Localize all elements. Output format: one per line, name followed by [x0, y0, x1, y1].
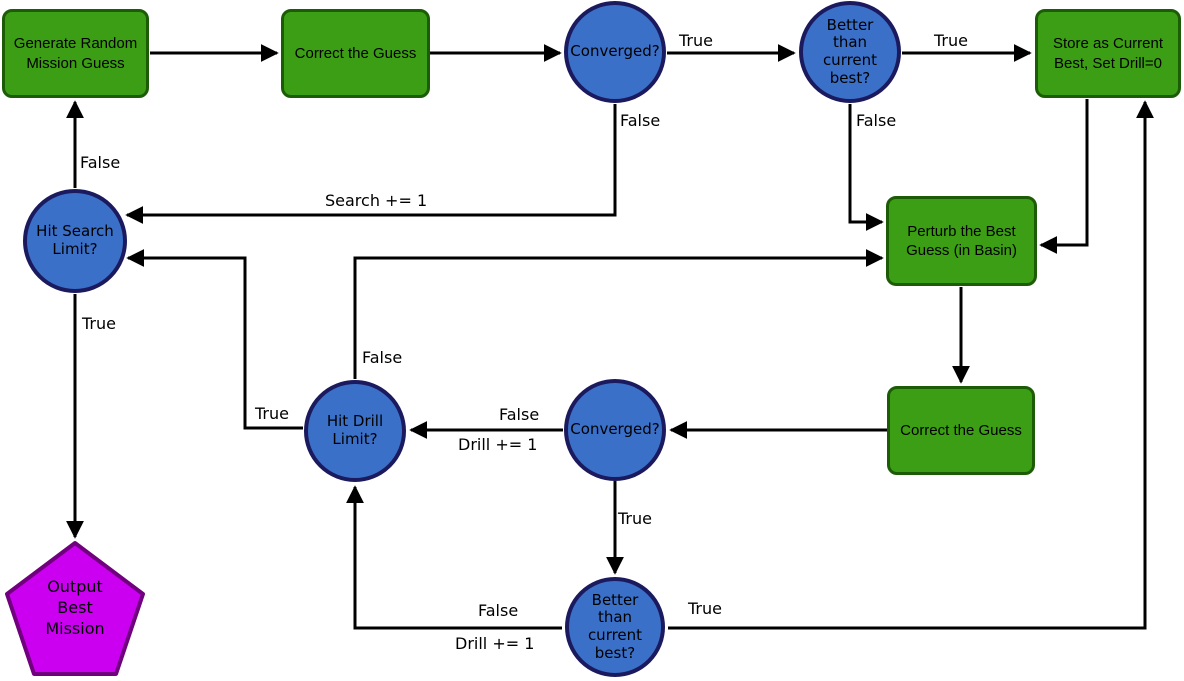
edge-hit-drill-true-to-hit-search	[126, 249, 303, 430]
pentagon-shape	[5, 541, 145, 676]
edge-converged-false-to-hit-search	[125, 104, 617, 224]
node-label: Generate Random Mission Guess	[13, 35, 138, 72]
label-hit-drill-true: True	[255, 404, 289, 423]
label-converged-top-false: False	[620, 111, 661, 130]
edge-store-to-perturb	[1039, 99, 1089, 254]
label-converged-bottom-true: True	[618, 509, 652, 528]
node-correct-the-guess-top: Correct the Guess	[281, 9, 430, 98]
node-label: Converged?	[570, 420, 660, 439]
node-label: Hit Drill Limit?	[326, 412, 384, 448]
edge-hit-drill-false-to-perturb	[353, 249, 884, 379]
node-correct-the-guess-bottom: Correct the Guess	[887, 386, 1035, 475]
node-converged-top: Converged?	[564, 1, 666, 103]
node-output-best-mission: Output Best Mission	[4, 540, 146, 677]
label-converged-top-true: True	[679, 31, 713, 50]
label-better-bottom-true: True	[688, 599, 722, 618]
edge-better-bottom-true-to-store	[668, 100, 1154, 630]
node-label: Better than current best?	[587, 590, 643, 662]
label-hit-drill-false: False	[362, 348, 403, 367]
node-label: Converged?	[570, 42, 660, 61]
node-better-than-current-best-top: Better than current best?	[799, 1, 901, 103]
node-label: Correct the Guess	[900, 421, 1022, 439]
label-hit-search-false: False	[80, 153, 121, 172]
node-perturb-best-guess: Perturb the Best Guess (in Basin)	[886, 196, 1037, 286]
label-hit-search-true: True	[82, 314, 116, 333]
node-label: Output Best Mission	[45, 577, 105, 638]
label-better-top-false: False	[856, 111, 897, 130]
label-drill-increment-bottom: Drill += 1	[455, 634, 535, 653]
edge-better-bottom-false-to-hit-drill	[346, 485, 562, 630]
label-drill-increment-mid: Drill += 1	[458, 435, 538, 454]
node-generate-random-mission-guess: Generate Random Mission Guess	[2, 9, 149, 98]
node-better-than-current-best-bottom: Better than current best?	[565, 577, 665, 677]
node-label: Hit Search Limit?	[36, 222, 114, 258]
label-better-top-true: True	[934, 31, 968, 50]
node-label: Better than current best?	[822, 15, 878, 87]
label-better-bottom-false: False	[478, 601, 519, 620]
label-converged-bottom-false: False	[499, 405, 540, 424]
node-hit-search-limit: Hit Search Limit?	[23, 189, 127, 293]
node-label: Perturb the Best Guess (in Basin)	[906, 222, 1017, 260]
edge-better-false-to-perturb	[848, 104, 884, 231]
node-hit-drill-limit: Hit Drill Limit?	[304, 380, 406, 482]
node-label: Correct the Guess	[294, 44, 417, 62]
node-label: Store as Current Best, Set Drill=0	[1052, 35, 1164, 72]
node-store-as-current-best: Store as Current Best, Set Drill=0	[1035, 9, 1181, 98]
node-converged-bottom: Converged?	[564, 379, 666, 481]
label-search-increment: Search += 1	[325, 191, 428, 210]
